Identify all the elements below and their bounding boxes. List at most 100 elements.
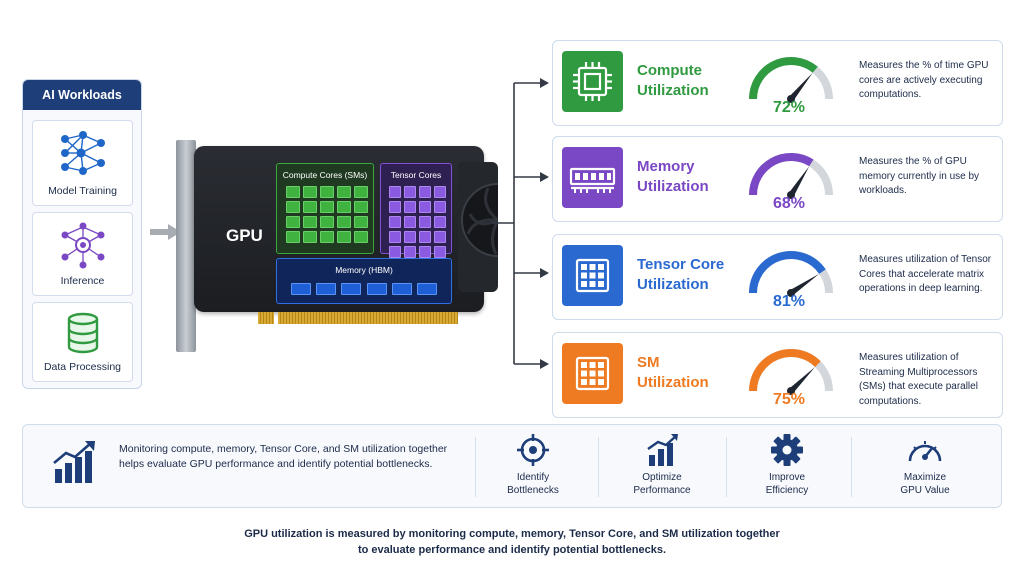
tensor-cores-label: Tensor Cores <box>390 170 442 180</box>
core-cell <box>404 201 416 213</box>
neural-network-icon <box>60 131 105 175</box>
sm-grid-icon <box>562 343 623 404</box>
core-cell <box>404 216 416 228</box>
core-cell <box>434 216 446 228</box>
footer-line1: GPU utilization is measured by monitorin… <box>244 528 780 540</box>
gauge-needle <box>788 72 813 101</box>
gauge-needle <box>788 166 810 197</box>
gauge-hub <box>787 289 795 297</box>
workload-label: Data Processing <box>43 361 122 373</box>
benefits-strip: Monitoring compute, memory, Tensor Core,… <box>22 424 1002 508</box>
core-cell <box>320 201 334 213</box>
core-cell <box>286 186 300 198</box>
workload-label: Model Training <box>48 185 117 197</box>
core-cell <box>286 216 300 228</box>
arrow-right-icon <box>150 224 181 240</box>
core-cell <box>404 186 416 198</box>
metric-title: SM Utilization <box>637 353 709 393</box>
divider <box>598 437 599 497</box>
gauge-hub <box>787 387 795 395</box>
benefit-line2: Performance <box>633 485 691 496</box>
metric-title-line2: Utilization <box>637 276 709 293</box>
core-cell <box>303 231 317 243</box>
core-cell <box>434 186 446 198</box>
metric-title: Tensor Core Utilization <box>637 255 724 295</box>
core-cell <box>434 201 446 213</box>
core-cell <box>389 201 401 213</box>
core-cell <box>303 201 317 213</box>
divider <box>475 437 476 497</box>
metric-description: Measures utilization of Streaming Multip… <box>859 352 978 407</box>
gpu-card: GPU Compute Cores (SMs) Tensor Cores Mem… <box>176 140 498 352</box>
metric-percentage: 75% <box>772 391 806 408</box>
core-cell <box>389 216 401 228</box>
ai-workloads-panel: AI Workloads Model Training <box>22 79 142 389</box>
metric-percentage: 81% <box>772 293 806 310</box>
core-cell <box>434 231 446 243</box>
core-cell <box>320 186 334 198</box>
metric-percentage: 72% <box>772 99 806 116</box>
tensor-cores-block: Tensor Cores <box>380 163 452 258</box>
workload-label: Inference <box>60 275 105 287</box>
metric-description: Measures the % of time GPU cores are act… <box>859 60 989 100</box>
gauge-hub <box>787 95 795 103</box>
gpu-bracket <box>176 140 196 352</box>
footer-line2: to evaluate performance and identify pot… <box>357 544 667 556</box>
core-cell <box>404 231 416 243</box>
core-cell <box>419 246 431 258</box>
metric-title-line2: Utilization <box>637 178 709 195</box>
gauge-needle <box>788 366 816 394</box>
core-cell <box>419 231 431 243</box>
memory-module-icon <box>562 147 623 208</box>
core-cell <box>337 201 351 213</box>
divider <box>851 437 852 497</box>
compute-core-grid <box>286 186 368 243</box>
core-cell <box>419 186 431 198</box>
compute-cores-label: Compute Cores (SMs) <box>282 170 368 180</box>
benefit-line2: GPU Value <box>900 485 950 496</box>
database-icon <box>67 312 98 354</box>
inference-network-icon <box>61 222 104 269</box>
metric-title: Memory Utilization <box>637 157 709 197</box>
pcb-gold-contacts <box>256 312 464 326</box>
benefit-label: Optimize Performance <box>606 471 718 497</box>
metric-title-line1: SM <box>637 354 660 371</box>
metric-percentage: 68% <box>772 195 806 212</box>
gauge-fill <box>749 251 826 294</box>
benefit-line1: Identify <box>516 472 550 483</box>
core-cell <box>286 231 300 243</box>
gear-icon <box>771 434 803 466</box>
footer-caption: GPU utilization is measured by monitorin… <box>0 526 1024 558</box>
metric-description: Measures utilization of Tensor Cores tha… <box>859 254 992 294</box>
core-cell <box>389 246 401 258</box>
core-cell <box>389 186 401 198</box>
compute-cores-block: Compute Cores (SMs) <box>276 163 374 254</box>
benefit-label: Improve Efficiency <box>735 471 839 497</box>
growth-chart-icon <box>53 441 95 483</box>
metric-title: Compute Utilization <box>637 61 709 101</box>
core-cell <box>303 216 317 228</box>
target-icon <box>517 434 549 466</box>
core-cell <box>354 216 368 228</box>
memory-chips <box>291 283 437 295</box>
core-cell <box>303 186 317 198</box>
core-cell <box>354 186 368 198</box>
core-cell <box>337 186 351 198</box>
memory-gauge <box>749 153 833 199</box>
bar-chart-icon <box>647 434 678 466</box>
metric-title-line1: Memory <box>637 158 695 175</box>
benefit-line1: Optimize <box>642 472 682 483</box>
gpu-board: GPU Compute Cores (SMs) Tensor Cores Mem… <box>194 146 498 312</box>
core-cell <box>337 231 351 243</box>
cpu-chip-icon <box>562 51 623 112</box>
metric-title-line1: Compute <box>637 62 702 79</box>
metric-description: Measures the % of GPU memory currently i… <box>859 156 980 196</box>
gauge-fill <box>749 153 814 196</box>
metric-tensor-core-utilization: Tensor Core Utilization 81% Measures uti… <box>552 234 1003 320</box>
metric-title-line2: Utilization <box>637 82 709 99</box>
workloads-title: AI Workloads <box>23 80 141 110</box>
benefit-line1: Maximize <box>903 472 947 483</box>
metric-compute-utilization: Compute Utilization 72% Measures the % o… <box>552 40 1003 126</box>
core-cell <box>419 201 431 213</box>
metric-title-line1: Tensor Core <box>637 256 725 273</box>
